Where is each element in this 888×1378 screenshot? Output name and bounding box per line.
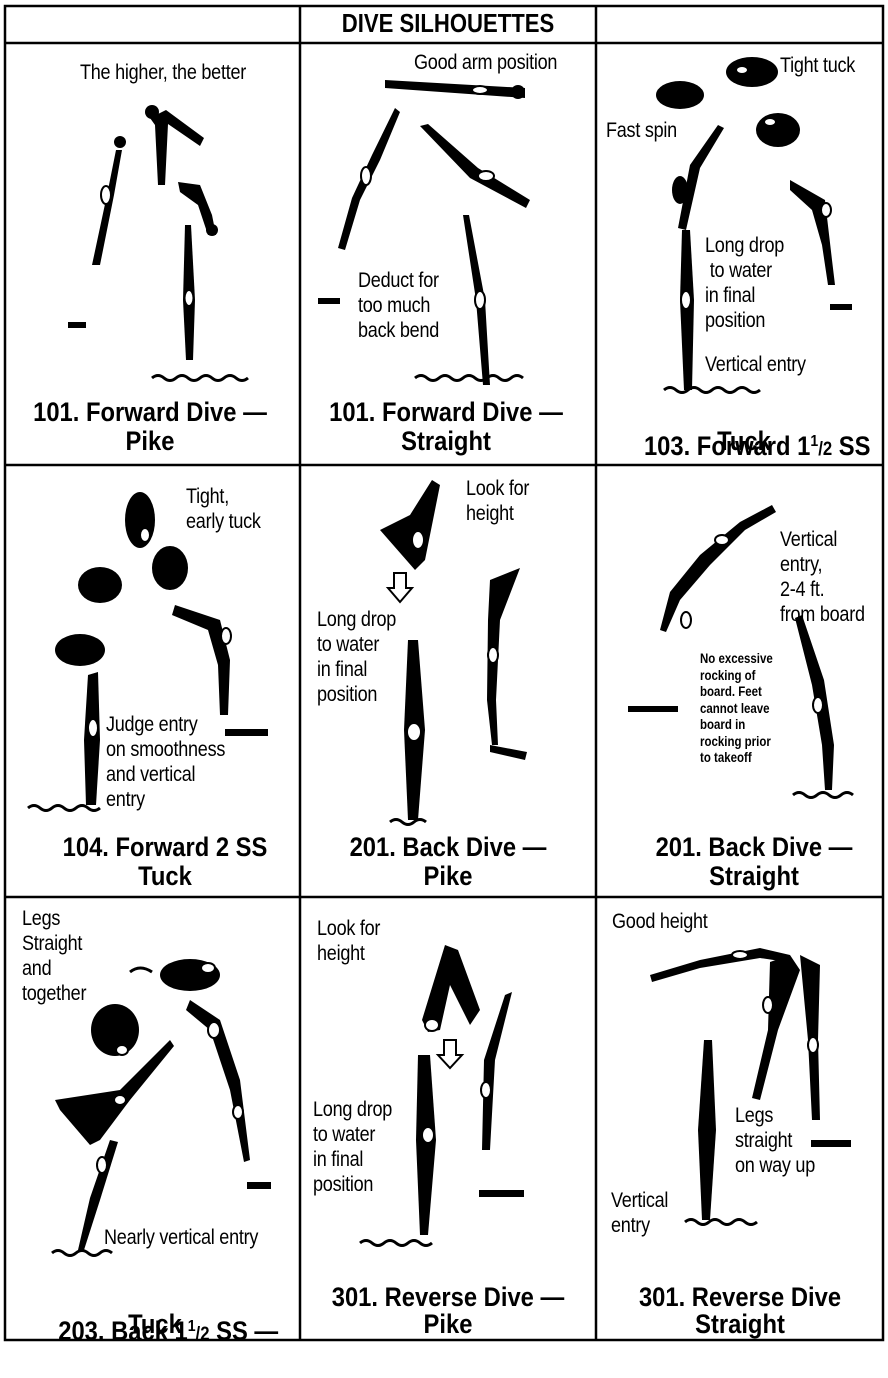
note-tight-early-tuck: Tight, early tuck <box>186 484 261 534</box>
note-long-drop-301: Long drop to water in final position <box>313 1097 392 1197</box>
silhouette-103-tuck <box>656 57 852 393</box>
caption-203-tuck-line2: Tuck <box>32 1310 278 1339</box>
caption-201-straight-line1: 201. Back Dive — <box>624 833 884 862</box>
silhouette-201-pike <box>380 480 527 825</box>
silhouette-101-pike <box>68 105 248 381</box>
note-deduct-back-bend: Deduct for too much back bend <box>358 268 439 343</box>
caption-301-pike-line2: Pike <box>318 1310 578 1339</box>
note-long-drop-201: Long drop to water in final position <box>317 607 396 707</box>
note-nearly-vertical-entry: Nearly vertical entry <box>104 1225 258 1250</box>
dive-silhouettes-sheet: DIVE SILHOUETTES The higher, the better … <box>0 0 888 1345</box>
note-vertical-entry-301: Vertical entry <box>611 1188 668 1238</box>
caption-104-tuck-line2: Tuck <box>33 862 297 891</box>
caption-301-straight-line2: Straight <box>610 1310 870 1339</box>
caption-301-pike-line1: 301. Reverse Dive — <box>318 1283 578 1312</box>
silhouette-301-straight <box>650 948 851 1225</box>
page-title: DIVE SILHOUETTES <box>322 8 574 39</box>
caption-101-straight-line2: Straight <box>314 427 578 456</box>
note-look-for-height-201: Look for height <box>466 476 529 526</box>
note-good-height: Good height <box>612 909 708 934</box>
note-long-drop-103: Long drop to water in final position <box>705 233 784 333</box>
note-legs-straight-way-up: Legs straight on way up <box>735 1103 815 1178</box>
note-vertical-entry-board: Vertical entry, 2-4 ft. from board <box>780 527 865 627</box>
note-good-arm-position: Good arm position <box>414 50 557 75</box>
silhouette-301-pike <box>360 945 524 1246</box>
caption-103-tuck-line2: Tuck <box>614 427 874 456</box>
note-judge-entry: Judge entry on smoothness and vertical e… <box>106 712 225 812</box>
note-look-for-height-301: Look for height <box>317 916 380 966</box>
caption-101-pike-line1: 101. Forward Dive — <box>18 398 282 427</box>
note-vertical-entry-103: Vertical entry <box>705 352 806 377</box>
caption-201-pike-line2: Pike <box>318 862 578 891</box>
caption-101-straight-line1: 101. Forward Dive — <box>314 398 578 427</box>
note-fast-spin: Fast spin <box>606 118 677 143</box>
caption-201-pike-line1: 201. Back Dive — <box>318 833 578 862</box>
note-tight-tuck: Tight tuck <box>780 53 855 78</box>
caption-201-straight-line2: Straight <box>624 862 884 891</box>
caption-101-pike-line2: Pike <box>18 427 282 456</box>
caption-301-straight-line1: 301. Reverse Dive <box>610 1283 870 1312</box>
note-no-excessive-rocking: No excessive rocking of board. Feet cann… <box>700 650 773 766</box>
note-higher-better: The higher, the better <box>80 60 246 85</box>
note-legs-straight-together: Legs Straight and together <box>22 906 86 1006</box>
caption-104-tuck-line1: 104. Forward 2 SS <box>33 833 297 862</box>
